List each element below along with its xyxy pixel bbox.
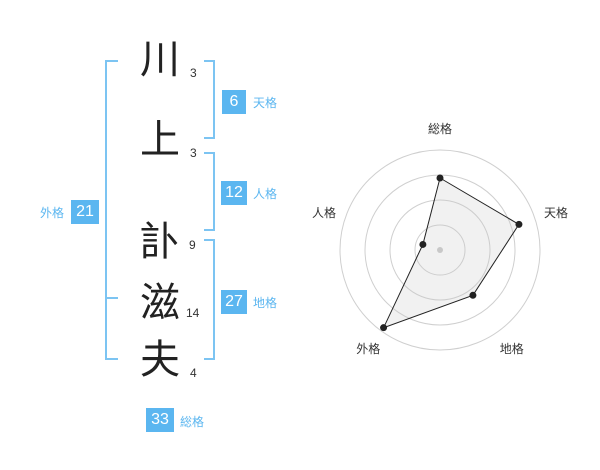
tenkaku-bracket	[204, 60, 215, 139]
radar-point-0	[436, 174, 444, 182]
chikaku-badge: 27	[221, 290, 247, 314]
gaikaku-label: 外格	[40, 206, 65, 220]
name-char-2: 上	[140, 117, 180, 163]
stroke-count-1: 3	[190, 66, 197, 80]
radar-ring	[414, 224, 466, 276]
radar-ring	[339, 149, 541, 351]
chikaku-bracket	[204, 239, 215, 360]
radar-axis-label-soukaku: 総格	[428, 121, 453, 136]
radar-point-3	[380, 324, 388, 332]
radar-axis-label-jinkaku: 人格	[312, 205, 337, 220]
jinkaku-bracket	[204, 152, 215, 231]
radar-point-4	[419, 240, 427, 248]
radar-axis-label-gaikaku: 外格	[356, 342, 381, 357]
radar-point-2	[469, 291, 477, 299]
radar-ring	[389, 199, 491, 301]
soukaku-label: 総格	[180, 415, 205, 429]
stroke-count-3: 9	[189, 238, 196, 252]
stroke-count-2: 3	[190, 146, 197, 160]
gaikaku-bracket	[105, 60, 118, 360]
tenkaku-label: 天格	[253, 96, 278, 110]
radar-axis-label-chikaku: 地格	[499, 342, 524, 357]
name-char-5: 夫	[140, 337, 180, 383]
radar-axis-label-tenkaku: 天格	[544, 205, 569, 220]
stroke-count-4: 14	[186, 306, 200, 320]
jinkaku-label: 人格	[253, 187, 278, 201]
radar-series-polygon	[382, 177, 520, 329]
name-char-3: 訃	[140, 219, 180, 265]
jinkaku-badge: 12	[221, 181, 247, 205]
name-char-1: 川	[140, 37, 180, 83]
chikaku-label: 地格	[253, 296, 278, 310]
stroke-count-5: 4	[190, 366, 197, 380]
tenkaku-badge: 6	[222, 90, 246, 114]
name-char-4: 滋	[140, 280, 180, 326]
soukaku-badge: 33	[146, 408, 174, 432]
radar-point-1	[515, 220, 523, 228]
radar-center	[437, 247, 443, 253]
gaikaku-badge: 21	[71, 200, 99, 224]
